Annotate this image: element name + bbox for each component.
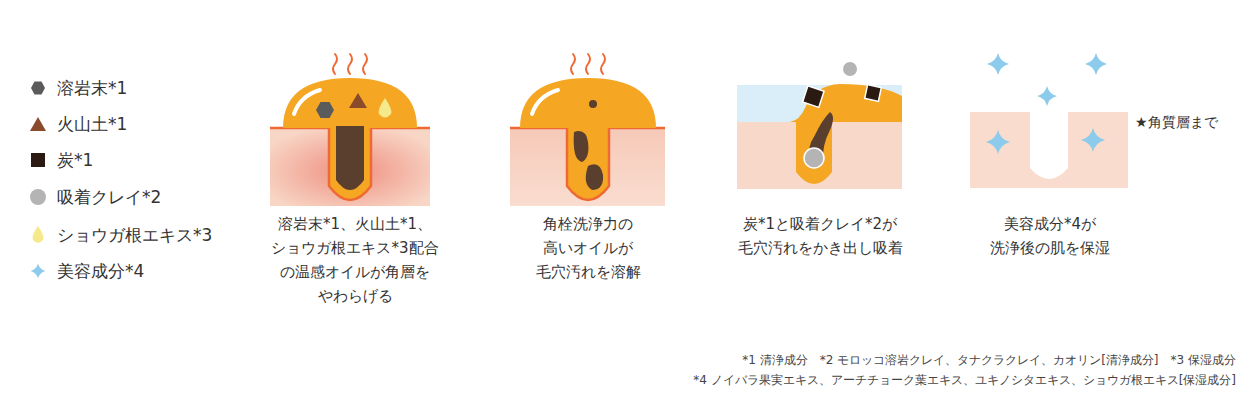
steam xyxy=(571,54,605,74)
highlight xyxy=(294,90,320,114)
oil-dome xyxy=(283,78,417,128)
step-caption: 角栓洗浄力の 高いオイルが 毛穴汚れを溶解 xyxy=(528,212,648,284)
pore-plug xyxy=(336,126,364,190)
lava-hexagon xyxy=(31,82,45,95)
step-caption: 炭*1と吸着クレイ*2が 毛穴汚れをかき出し吸着 xyxy=(725,212,915,260)
legend-icons xyxy=(30,82,46,279)
plug-fragment xyxy=(574,131,589,162)
steam xyxy=(333,54,367,74)
adsorb-panel xyxy=(737,62,902,189)
soil-triangle xyxy=(349,93,367,108)
soil-triangle xyxy=(30,117,46,131)
highlight xyxy=(532,90,558,114)
oil-flow xyxy=(737,84,902,122)
charcoal-square xyxy=(31,153,45,167)
legend-label: 吸着クレイ*2 xyxy=(57,187,161,207)
legend-label: ショウガ根エキス*3 xyxy=(57,225,212,245)
clay-circle xyxy=(30,189,46,205)
footnote: *4 ノイバラ果実エキス、アーチチョーク葉エキス、ユキノシタエキス、ショウガ根エ… xyxy=(693,373,1236,387)
lava-hexagon xyxy=(316,102,334,118)
clean-pore xyxy=(1030,112,1068,179)
dissolve-panel xyxy=(510,54,665,206)
skin xyxy=(510,128,665,206)
legend-label: 炭*1 xyxy=(57,150,93,170)
charcoal-square xyxy=(865,85,882,102)
sparkles xyxy=(986,53,1107,154)
skin xyxy=(970,112,1128,188)
warming-panel xyxy=(270,54,430,206)
moisture-panel xyxy=(970,53,1128,188)
plug-fragment xyxy=(586,164,603,190)
legend-label: 火山土*1 xyxy=(57,114,127,134)
pore xyxy=(567,128,609,200)
step-caption: 美容成分*4が 洗浄後の肌を保湿 xyxy=(983,212,1118,260)
ginger-drop xyxy=(379,98,392,118)
charcoal-square xyxy=(803,86,824,107)
plug-fragment xyxy=(589,100,597,108)
depth-note: ★角質層まで xyxy=(1135,114,1218,132)
legend-label: 溶岩末*1 xyxy=(57,78,127,98)
clay-circle xyxy=(804,148,824,168)
footnote: *1 清浄成分 *2 モロッコ溶岩クレイ、タナクラクレイ、カオリン[清浄成分] … xyxy=(742,353,1236,367)
clay-circle xyxy=(843,62,857,76)
step-caption: 溶岩末*1、火山土*1、 ショウガ根エキス*3配合 の温感オイルが角層を やわら… xyxy=(257,212,453,308)
beauty-sparkle xyxy=(31,264,46,279)
sky xyxy=(737,85,902,189)
legend-label: 美容成分*4 xyxy=(57,261,144,281)
oil-dome xyxy=(520,78,656,128)
ginger-drop xyxy=(33,226,44,243)
